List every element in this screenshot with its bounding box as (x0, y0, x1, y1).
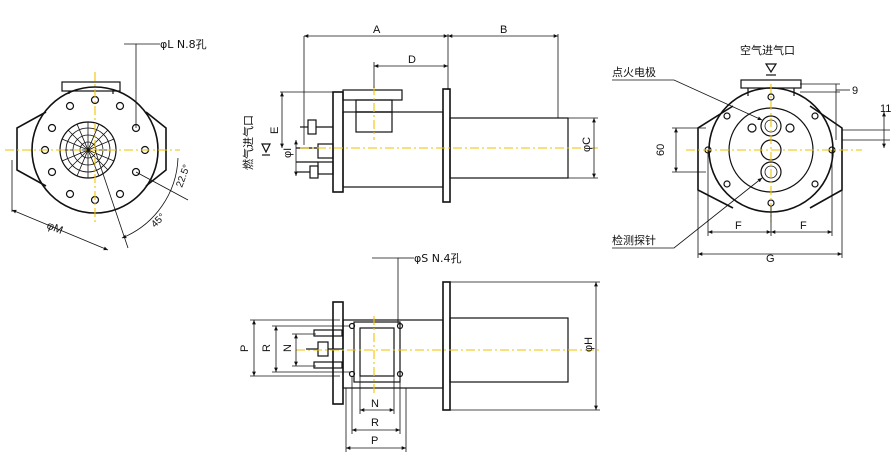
dim-M: φM (45, 220, 65, 237)
dim-E: E (269, 127, 281, 134)
dim-N-left: N (282, 344, 294, 352)
dim-P-bottom: P (371, 435, 378, 447)
dim-L-holes: φL N.8孔 (160, 38, 207, 51)
dim-P-left: P (239, 345, 251, 352)
dim-S-holes: φS N.4孔 (414, 252, 461, 265)
label-ignition: 点火电极 (612, 65, 656, 79)
air-inlet-arrow-icon (764, 63, 778, 74)
dim-B: B (500, 24, 507, 36)
front-flange-view: φL N.8孔 φM 22.5° 45° (5, 38, 207, 251)
label-air-inlet: 空气进气口 (740, 43, 795, 57)
rear-view: 空气进气口 点火电极 检测探针 60 9 11 F F (612, 43, 891, 265)
side-view: A B D E φI φC 燃气进气口 (241, 24, 600, 203)
dim-N-bottom: N (371, 398, 379, 410)
dim-11: 11 (880, 103, 891, 115)
label-fuel-inlet: 燃气进气口 (241, 115, 255, 170)
top-view: φS N.4孔 φH P R N N R P (239, 252, 600, 452)
dim-I: φI (282, 148, 294, 158)
angle-45: 45° (149, 212, 167, 230)
dim-9: 9 (852, 85, 858, 97)
dim-A: A (373, 24, 381, 36)
dim-F-left: F (735, 220, 742, 232)
fuel-connectors (296, 119, 334, 179)
dim-G: G (766, 253, 775, 265)
dim-R-left: R (261, 344, 273, 352)
dim-60: 60 (655, 144, 667, 156)
dim-D: D (408, 54, 416, 66)
dim-R-bottom: R (371, 417, 379, 429)
label-probe: 检测探针 (612, 233, 656, 247)
dim-F-right: F (800, 220, 807, 232)
dim-H: φH (583, 337, 595, 352)
bolt-holes (40, 95, 150, 205)
fuel-inlet-arrow-icon (261, 143, 271, 154)
dim-C: φC (581, 137, 593, 152)
